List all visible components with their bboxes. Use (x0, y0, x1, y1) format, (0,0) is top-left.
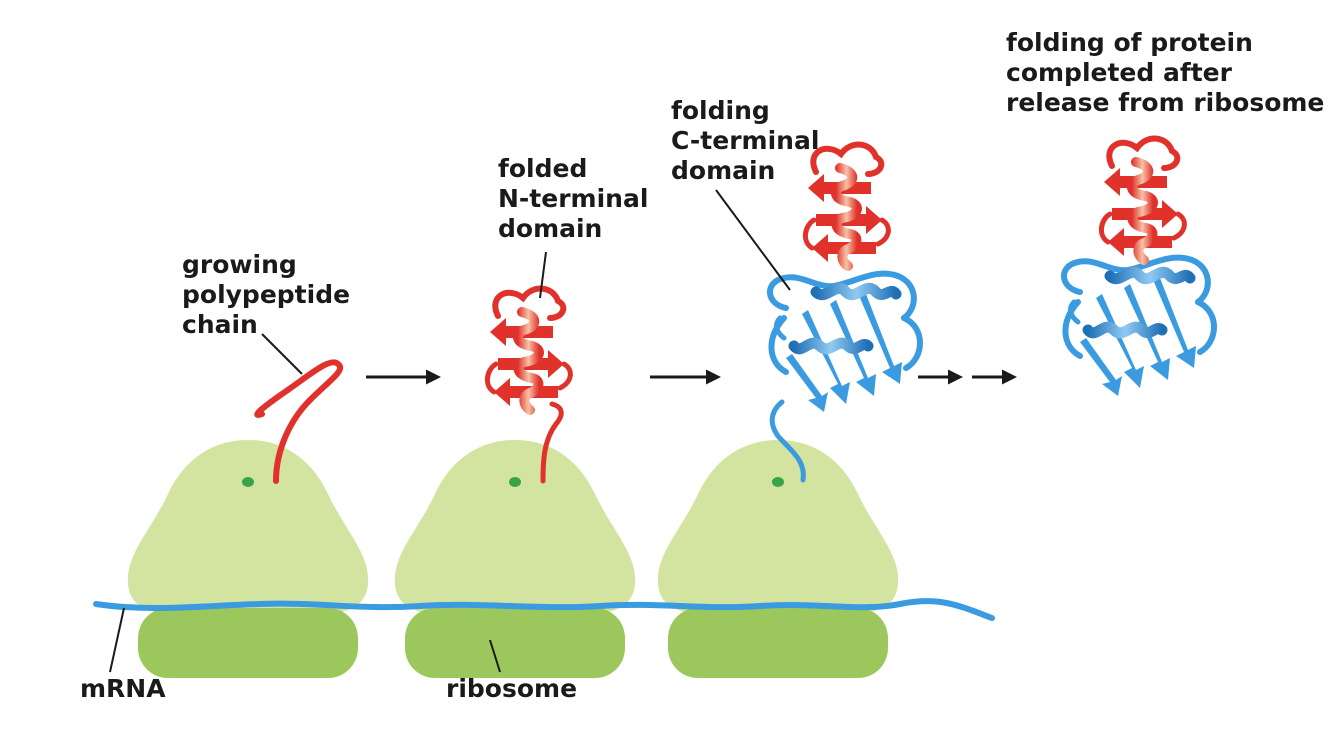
ribosome-1 (127, 440, 369, 678)
completed-c-terminal-domain (1064, 258, 1214, 396)
label-folding-line-2: C-terminal (671, 126, 820, 155)
label-folded-line-3: domain (498, 214, 603, 243)
leader-ribosome (489, 639, 501, 673)
label-folding-c-terminal-domain: folding C-terminal domain (671, 96, 819, 186)
n-terminal-linker (540, 401, 564, 484)
label-folding-line-3: domain (671, 156, 776, 185)
label-completed-line-1: folding of protein (1006, 28, 1253, 57)
leader-folding-c (715, 189, 791, 291)
label-folding-line-1: folding (671, 96, 770, 125)
ribosome-2 (394, 440, 636, 678)
label-growing-line-2: polypeptide (182, 280, 351, 309)
growing-polypeptide-chain (254, 359, 343, 484)
leader-folded-n (539, 251, 547, 299)
leader-mrna (109, 607, 125, 673)
label-mrna: mRNA (80, 674, 166, 703)
ribosome-3 (657, 440, 899, 678)
label-folding-completed: folding of protein completed after relea… (1006, 28, 1324, 118)
label-completed-line-3: release from ribosome (1006, 88, 1325, 117)
label-growing-line-3: chain (182, 310, 258, 339)
folding-c-terminal-domain (770, 274, 920, 412)
label-ribosome: ribosome (446, 674, 578, 703)
label-folded-n-terminal-domain: folded N-terminal domain (498, 154, 648, 244)
c-terminal-linker (769, 399, 806, 483)
label-completed-line-2: completed after (1006, 58, 1232, 87)
label-growing-polypeptide-chain: growing polypeptide chain (182, 250, 350, 340)
folded-n-terminal-domain (487, 289, 570, 410)
label-folded-line-1: folded (498, 154, 588, 183)
completed-n-terminal-domain (1101, 139, 1184, 260)
leader-growing-chain (261, 333, 303, 375)
label-growing-line-1: growing (182, 250, 297, 279)
label-folded-line-2: N-terminal (498, 184, 649, 213)
mrna-strand (93, 598, 995, 621)
